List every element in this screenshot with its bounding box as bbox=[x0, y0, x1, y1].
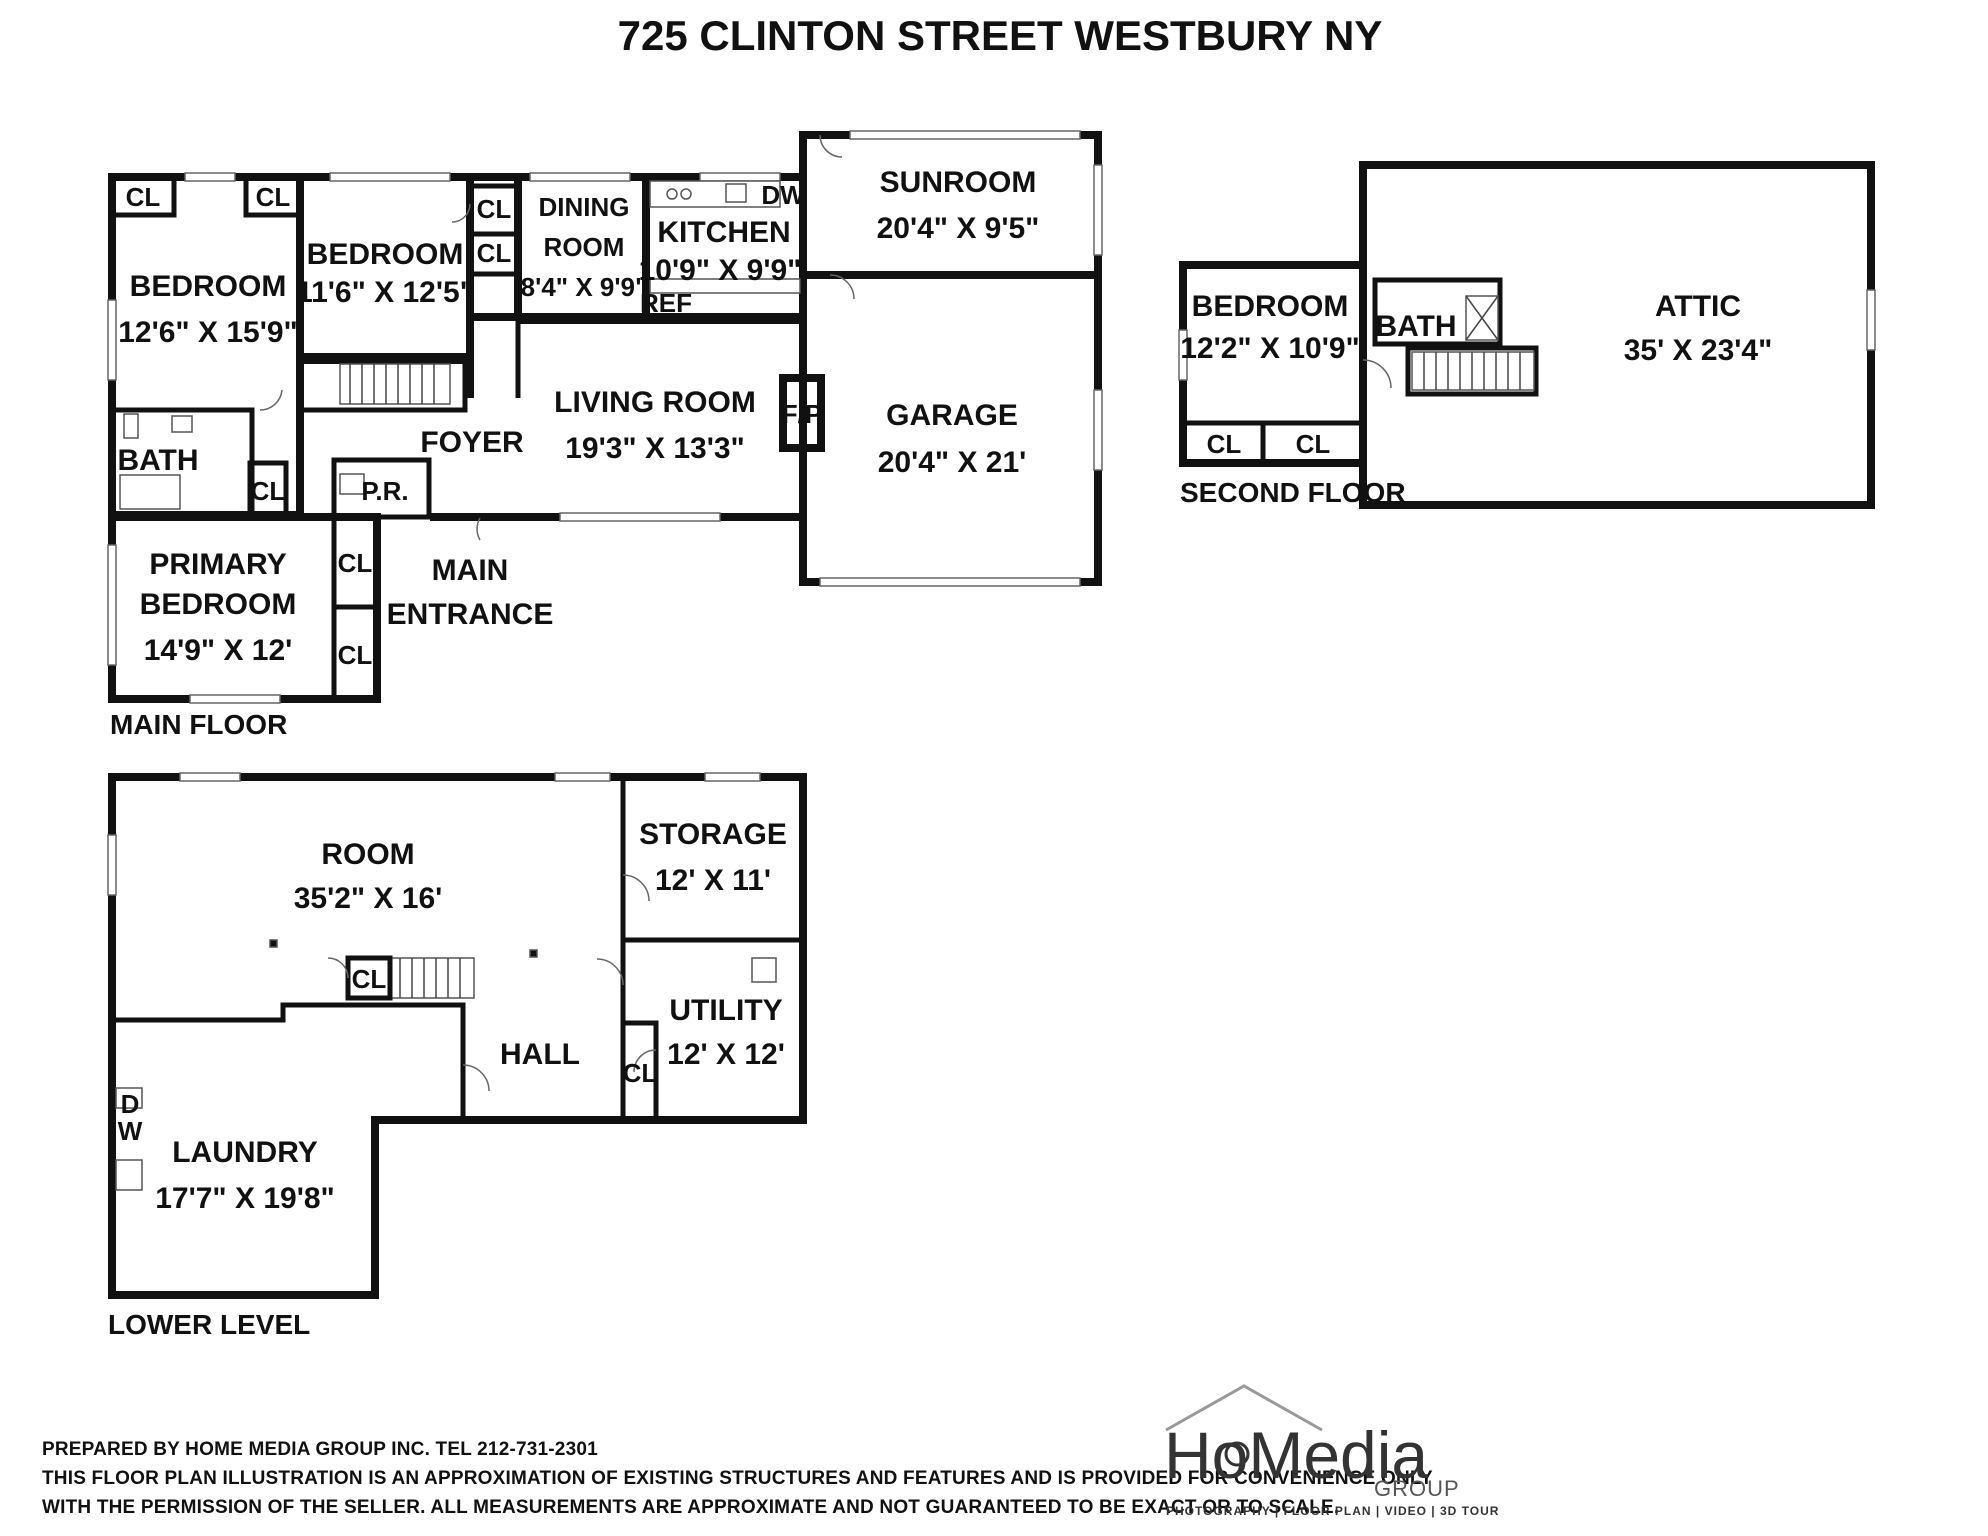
homedia-logo: HoMedia GROUP PHOTOGRAPHY | FLOOR PLAN |… bbox=[1164, 1384, 1499, 1518]
main-floor bbox=[107, 130, 1103, 704]
house-roof-icon bbox=[1165, 1384, 1323, 1432]
bath-main-name: BATH bbox=[117, 444, 198, 477]
logo-wordmark: HoMedia bbox=[1164, 1418, 1428, 1492]
bath-up-name: BATH bbox=[1375, 310, 1456, 343]
sunroom-size: 20'4" X 9'5" bbox=[877, 212, 1040, 245]
bedroom-1-name: BEDROOM bbox=[130, 270, 287, 303]
attic-size: 35' X 23'4" bbox=[1624, 334, 1773, 367]
laundry-size: 17'7" X 19'8" bbox=[155, 1182, 335, 1215]
lower-level-label: LOWER LEVEL bbox=[108, 1309, 310, 1340]
camera-lens-icon bbox=[1224, 1441, 1250, 1467]
closet-label: CL bbox=[352, 964, 387, 994]
dining-size: 8'4" X 9'9" bbox=[521, 272, 648, 302]
living-size: 19'3" X 13'3" bbox=[565, 432, 745, 465]
dining-name-1: DINING bbox=[539, 192, 630, 222]
plan-title: 725 CLINTON STREET WESTBURY NY bbox=[618, 12, 1383, 59]
primary-name-1: PRIMARY bbox=[149, 548, 286, 581]
kitchen-name: KITCHEN bbox=[657, 216, 790, 249]
laundry-name: LAUNDRY bbox=[172, 1136, 318, 1169]
closet-label: CL bbox=[256, 182, 291, 212]
primary-name-2: BEDROOM bbox=[140, 588, 297, 621]
bedroom-2-size: 11'6" X 12'5" bbox=[296, 276, 474, 309]
closet-label: CL bbox=[338, 548, 373, 578]
living-name: LIVING ROOM bbox=[554, 386, 756, 419]
bedroom-up-size: 12'2" X 10'9" bbox=[1180, 332, 1360, 365]
closet-label: CL bbox=[1207, 429, 1242, 459]
room-lower-size: 35'2" X 16' bbox=[294, 882, 443, 915]
fireplace-label: F/P bbox=[782, 399, 822, 429]
closet-label: CL bbox=[251, 476, 286, 506]
primary-size: 14'9" X 12' bbox=[144, 634, 293, 667]
sunroom-name: SUNROOM bbox=[880, 166, 1037, 199]
powder-room-name: P.R. bbox=[361, 476, 408, 506]
main-entrance-2: ENTRANCE bbox=[387, 598, 554, 631]
second-floor-label: SECOND FLOOR bbox=[1180, 477, 1406, 508]
garage-name: GARAGE bbox=[886, 399, 1018, 432]
stair-icon bbox=[389, 957, 475, 999]
stair-icon bbox=[1411, 351, 1535, 391]
storage-name: STORAGE bbox=[639, 818, 787, 851]
closet-label: CL bbox=[338, 640, 373, 670]
closet-label: CL bbox=[623, 1058, 658, 1088]
logo-tagline: PHOTOGRAPHY | FLOOR PLAN | VIDEO | 3D TO… bbox=[1166, 1504, 1499, 1518]
footer-disclaimer-1: THIS FLOOR PLAN ILLUSTRATION IS AN APPRO… bbox=[42, 1468, 1433, 1489]
closet-label: CL bbox=[477, 194, 512, 224]
storage-size: 12' X 11' bbox=[655, 864, 771, 897]
logo-group: GROUP bbox=[1374, 1476, 1460, 1501]
closet-label: CL bbox=[1296, 429, 1331, 459]
bedroom-1-size: 12'6" X 15'9" bbox=[118, 316, 298, 349]
utility-name: UTILITY bbox=[669, 994, 782, 1027]
footer-prepared-by: PREPARED BY HOME MEDIA GROUP INC. TEL 21… bbox=[42, 1439, 598, 1460]
stair-icon bbox=[339, 363, 451, 405]
second-floor bbox=[1178, 161, 1876, 509]
lower-level bbox=[107, 772, 807, 1299]
bedroom-up-name: BEDROOM bbox=[1192, 290, 1349, 323]
closet-label: CL bbox=[477, 238, 512, 268]
closet-label: CL bbox=[126, 182, 161, 212]
bedroom-2-name: BEDROOM bbox=[307, 238, 464, 271]
washer-label: W bbox=[118, 1116, 143, 1146]
dining-name-2: ROOM bbox=[544, 232, 625, 262]
dishwasher-label: DW bbox=[761, 180, 805, 210]
main-floor-label: MAIN FLOOR bbox=[110, 709, 287, 740]
foyer-name: FOYER bbox=[420, 426, 524, 459]
room-lower-name: ROOM bbox=[321, 838, 414, 871]
utility-size: 12' X 12' bbox=[667, 1038, 785, 1071]
hall-name: HALL bbox=[500, 1038, 580, 1071]
refrigerator-label: REF bbox=[640, 288, 692, 318]
dryer-label: D bbox=[121, 1089, 140, 1119]
attic-name: ATTIC bbox=[1655, 290, 1741, 323]
footer-disclaimer-2: WITH THE PERMISSION OF THE SELLER. ALL M… bbox=[42, 1497, 1339, 1518]
main-entrance-1: MAIN bbox=[432, 554, 509, 587]
kitchen-size: 10'9" X 9'9" bbox=[639, 254, 802, 287]
garage-size: 20'4" X 21' bbox=[878, 446, 1027, 479]
